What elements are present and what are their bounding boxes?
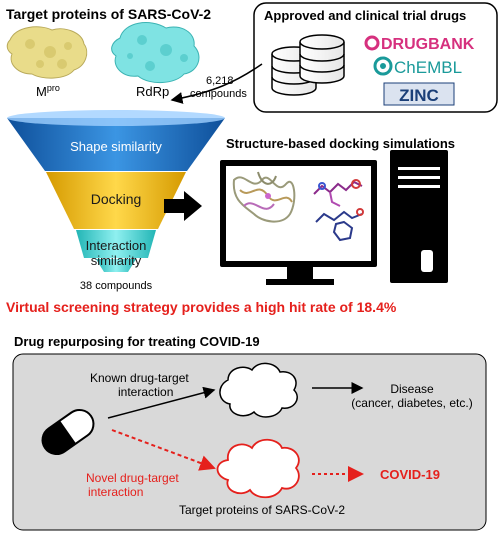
stage-docking-label: Docking [91,191,142,207]
docking-title: Structure-based docking simulations [226,136,455,151]
funnel-stage-interaction [76,230,156,258]
rdrp-structure-icon [111,22,200,83]
chembl-logo: ChEMBL [373,56,462,77]
drugs-title: Approved and clinical trial drugs [264,8,466,23]
svg-text:ZINC: ZINC [399,86,439,105]
screening-funnel [7,110,225,272]
stage-shape-label: Shape similarity [70,139,162,154]
covid-label: COVID-19 [380,467,440,482]
repurposing-panel [12,353,487,531]
funnel-stage-shape [7,118,225,171]
mpro-structure-icon [6,26,88,79]
compound-unit: compounds [190,88,247,100]
result-compounds: 38 compounds [80,280,153,292]
compound-count: 6,218 [206,75,234,87]
funnel-spout [96,259,136,272]
protein-ribbon-icon [232,171,296,223]
zinc-logo: ZINC [383,82,455,106]
known-interaction-arrow [107,386,216,419]
pill-capsule-icon [41,408,95,456]
stage-interaction-label-1: Interaction [86,238,147,253]
targets-caption: Target proteins of SARS-CoV-2 [179,503,345,517]
known-interaction-label-1: Known drug-target [90,371,189,385]
novel-interaction-label-2: interaction [88,485,143,499]
right-arrow-icon [164,191,202,221]
computer-tower-icon [390,150,448,283]
known-target-cloud [219,362,298,418]
funnel-stage-docking [46,172,186,229]
novel-interaction-label-1: Novel drug-target [86,471,179,485]
mpro-label: Mpro [36,83,60,99]
database-stack-icon [271,34,345,96]
disease-examples: (cancer, diabetes, etc.) [351,396,472,410]
ligand-molecule-icon [313,179,363,207]
hit-rate-banner: Virtual screening strategy provides a hi… [6,299,397,315]
drugbank-logo: DRUGBANK [364,35,475,53]
svg-text:ChEMBL: ChEMBL [394,58,462,77]
svg-text:DRUGBANK: DRUGBANK [381,36,475,53]
compounds-flow-arrow [170,63,263,104]
rdrp-label: RdRp [136,84,169,99]
stage-interaction-label-2: similarity [91,253,142,268]
repurposing-title: Drug repurposing for treating COVID-19 [14,334,260,349]
disease-label: Disease [390,382,434,396]
targets-title: Target proteins of SARS-CoV-2 [6,6,211,22]
known-interaction-label-2: interaction [118,385,173,399]
ligand-molecule-2-icon [315,208,364,242]
novel-target-cloud [216,438,300,499]
